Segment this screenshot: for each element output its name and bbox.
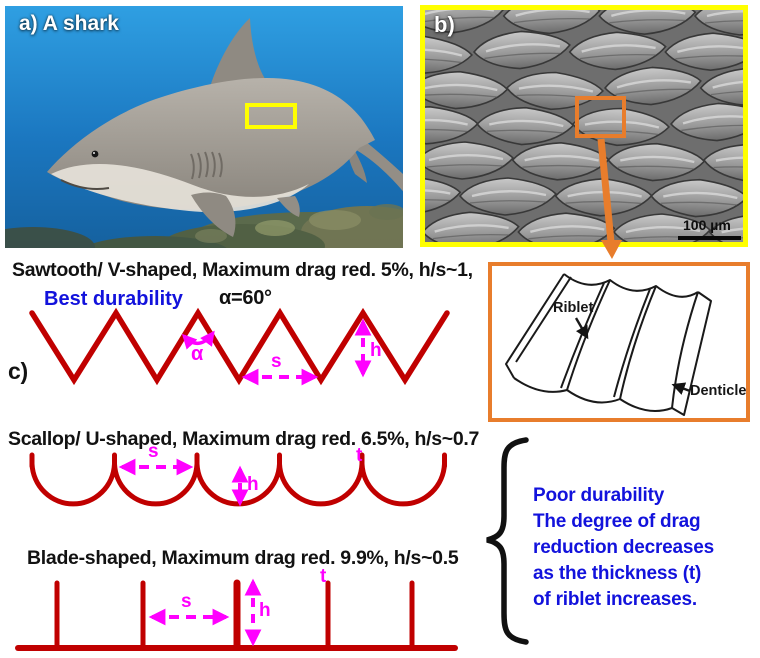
scallop-profile (29, 461, 447, 507)
panel-a-label: a) A shark (19, 12, 119, 35)
sawtooth-height-label: h (370, 340, 382, 361)
denticle-scales-pattern (425, 10, 743, 242)
scallop-title: Scallop/ U-shaped, Maximum drag red. 6.5… (8, 428, 480, 450)
sawtooth-alpha-label: α (191, 343, 204, 365)
shark-skin-highlight-box (245, 103, 297, 129)
scallop-thickness-label: t (356, 445, 363, 466)
grouping-brace (486, 437, 529, 645)
scale-bar (678, 236, 741, 240)
durability-note: Poor durability The degree of drag reduc… (533, 483, 714, 613)
sem-denticle-image (420, 5, 748, 247)
note-line: Poor durability (533, 485, 665, 506)
gill-slits (190, 151, 223, 180)
shark-photo (5, 6, 403, 248)
blade-spacing-label: s (181, 591, 192, 612)
panel-c-label: c) (8, 358, 28, 384)
sawtooth-angle-value: α=60° (219, 287, 272, 309)
sawtooth-profile (29, 307, 450, 386)
note-line: The degree of drag (533, 511, 701, 532)
note-line: reduction decreases (533, 537, 715, 558)
alpha-angle-arc (181, 330, 215, 350)
scallop-height-label: h (247, 474, 259, 495)
riblet-sketch-panel (488, 262, 750, 422)
denticle-label: Denticle (690, 383, 747, 399)
blade-thickness-label: t (320, 566, 327, 587)
sem-highlight-box (575, 96, 626, 138)
sawtooth-durability-note: Best durability (44, 288, 183, 310)
note-line: as the thickness (t) (533, 563, 702, 584)
coral-reef (5, 204, 403, 248)
riblet-sketch (505, 273, 712, 416)
shark-photo-illustration (5, 6, 403, 248)
sawtooth-spacing-label: s (271, 351, 282, 372)
scallop-cusp-tips (29, 452, 447, 469)
note-line: of riblet increases. (533, 589, 697, 610)
scale-bar-label: 100 µm (683, 217, 731, 233)
sawtooth-title: Sawtooth/ V-shaped, Maximum drag red. 5%… (12, 259, 473, 281)
blade-height-label: h (259, 600, 271, 621)
riblet-label: Riblet (553, 300, 594, 316)
panel-b-label: b) (434, 12, 455, 37)
sem-illustration (425, 10, 743, 242)
blade-profile (15, 579, 458, 651)
blade-title: Blade-shaped, Maximum drag red. 9.9%, h/… (27, 547, 459, 569)
scallop-spacing-label: s (148, 441, 159, 462)
